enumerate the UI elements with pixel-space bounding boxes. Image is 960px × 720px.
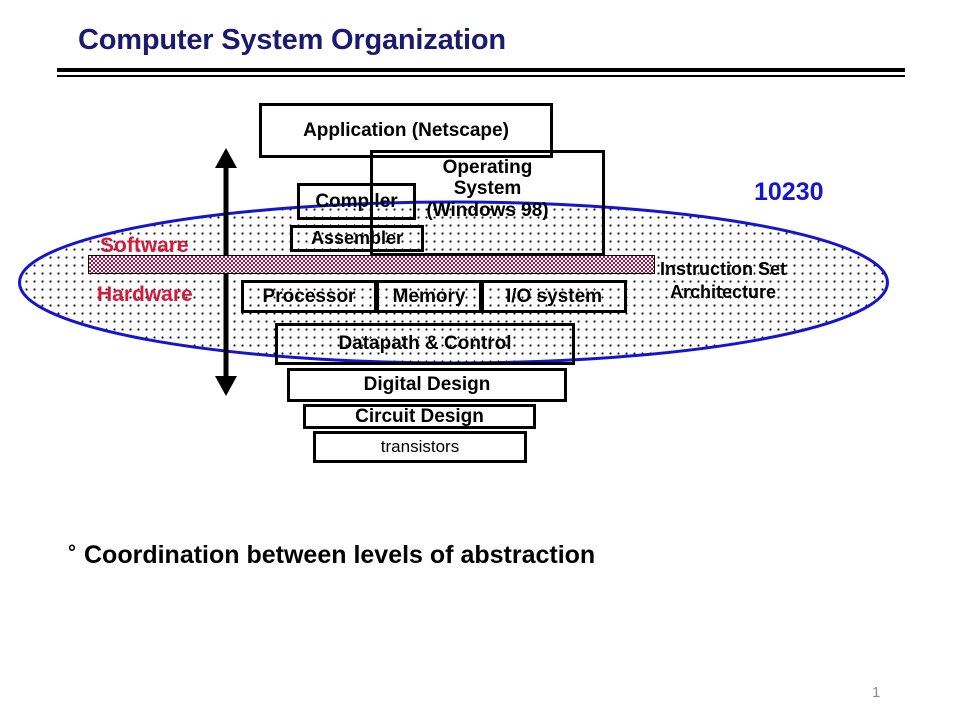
layer-label-assembler: Assembler [310,228,404,249]
layer-box-io-system[interactable]: I/O system [481,280,627,313]
instruction-set-architecture-bar [88,255,655,274]
layer-label-application: Application (Netscape) [303,119,509,141]
layer-label-io-system: I/O system [505,285,603,307]
layer-label-circuit-design: Circuit Design [355,405,484,427]
label-isa-line1: Instruction Set [660,259,787,279]
layer-label-digital-design: Digital Design [363,374,491,396]
page-title: Computer System Organization [78,24,506,56]
layer-label-os-line1: Operating [442,157,533,178]
layer-label-os-line3: (Windows 98) [426,199,549,221]
layer-box-compiler[interactable]: Compiler [297,183,416,220]
bullet-marker-icon: ° [68,542,76,564]
bullet-line: ° Coordination between levels of abstract… [68,541,595,570]
layer-box-transistors[interactable]: transistors [313,431,527,463]
layer-box-processor[interactable]: Processor [241,280,377,313]
layer-label-compiler: Compiler [315,190,398,212]
label-isa-line2: Architecture [670,281,777,302]
layer-label-processor: Processor [262,285,356,307]
label-software: Software [100,234,189,257]
layer-box-assembler[interactable]: Assembler [290,225,424,252]
page-number: 1 [872,684,881,701]
layer-box-application[interactable]: Application (Netscape) [259,103,553,158]
label-hardware: Hardware [97,283,193,306]
label-instruction-set-architecture: Instruction Set Architecture [660,258,786,303]
title-rule-thick [57,68,905,72]
label-course-number: 10230 [754,178,824,206]
bullet-text: Coordination between levels of abstracti… [84,541,596,569]
layer-box-circuit-design[interactable]: Circuit Design [303,404,536,429]
title-rule-thin [57,75,905,77]
layer-box-datapath-control[interactable]: Datapath & Control [275,323,575,365]
layer-label-memory: Memory [392,285,466,307]
layer-box-operating-system[interactable]: Operating System (Windows 98) [370,150,605,256]
layer-label-os-line2: System [453,178,522,200]
layer-box-memory[interactable]: Memory [376,280,482,313]
layer-label-transistors: transistors [380,437,460,457]
layer-label-datapath-control: Datapath & Control [338,333,512,355]
layer-box-digital-design[interactable]: Digital Design [287,368,567,402]
